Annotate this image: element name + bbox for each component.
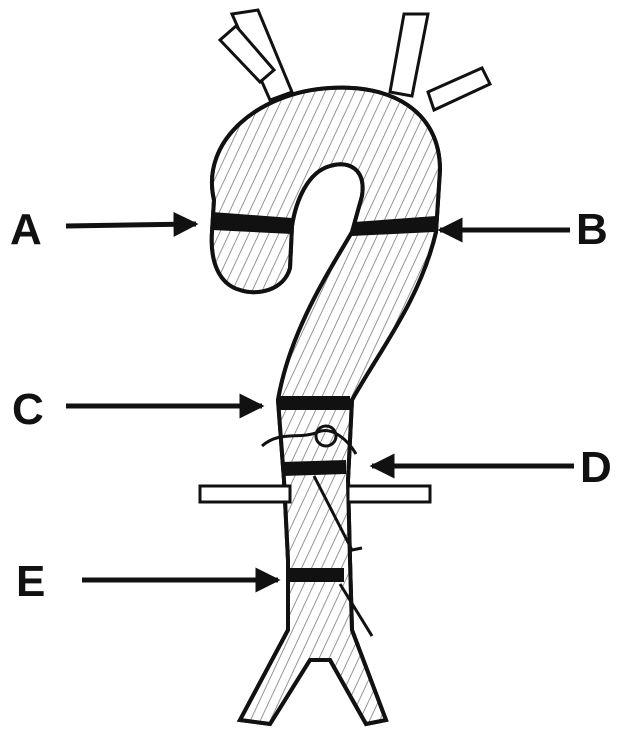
label-c: C — [12, 388, 44, 432]
label-a: A — [10, 208, 42, 252]
arrow-a — [66, 224, 196, 226]
label-e: E — [16, 560, 45, 604]
label-b: B — [576, 208, 608, 252]
label-d: D — [580, 446, 612, 490]
